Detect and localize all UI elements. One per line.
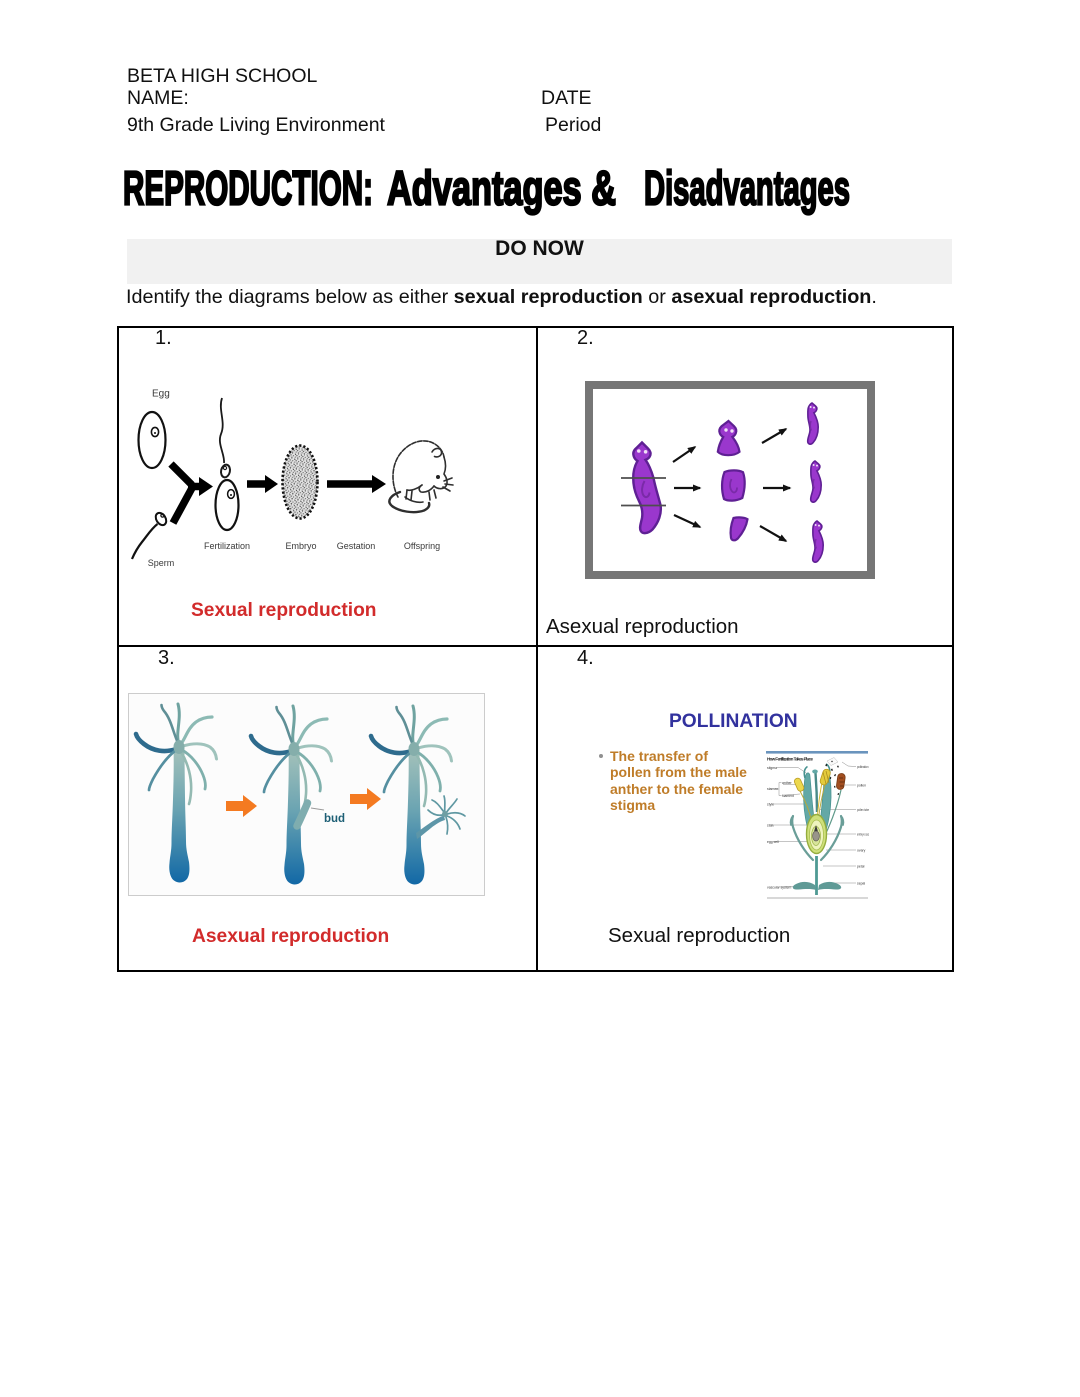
svg-text:stigma: stigma xyxy=(767,766,777,770)
svg-text:pollen: pollen xyxy=(857,783,866,787)
svg-text:Disadvantages: Disadvantages xyxy=(644,163,850,216)
svg-text:ovary: ovary xyxy=(857,848,866,852)
svg-text:bud: bud xyxy=(324,813,345,825)
svg-text:pollination: pollination xyxy=(857,765,869,769)
svg-text:petal: petal xyxy=(857,864,865,868)
svg-text:anther: anther xyxy=(782,781,792,785)
svg-text:REPRODUCTION:: REPRODUCTION: xyxy=(123,163,373,216)
svg-text:Egg: Egg xyxy=(152,389,170,400)
svg-text:stalk: stalk xyxy=(767,823,774,827)
svg-text:Embryo: Embryo xyxy=(285,541,316,551)
svg-text:Sperm: Sperm xyxy=(148,558,175,568)
svg-text:pollen tube: pollen tube xyxy=(857,808,869,812)
svg-text:How Fertilization Takes Place: How Fertilization Takes Place xyxy=(767,757,814,762)
svg-text:stamen: stamen xyxy=(767,787,778,791)
svg-text:sepal: sepal xyxy=(857,881,865,885)
svg-text:embryo sac: embryo sac xyxy=(857,832,869,836)
svg-text:filament: filament xyxy=(782,794,794,798)
svg-text:Advantages &: Advantages & xyxy=(387,163,616,216)
svg-text:egg cell: egg cell xyxy=(767,840,779,844)
svg-text:Offspring: Offspring xyxy=(404,541,440,551)
svg-text:vascular system: vascular system xyxy=(767,885,791,889)
svg-text:Fertilization: Fertilization xyxy=(204,541,250,551)
svg-text:Gestation: Gestation xyxy=(337,541,376,551)
svg-text:style: style xyxy=(767,802,774,806)
